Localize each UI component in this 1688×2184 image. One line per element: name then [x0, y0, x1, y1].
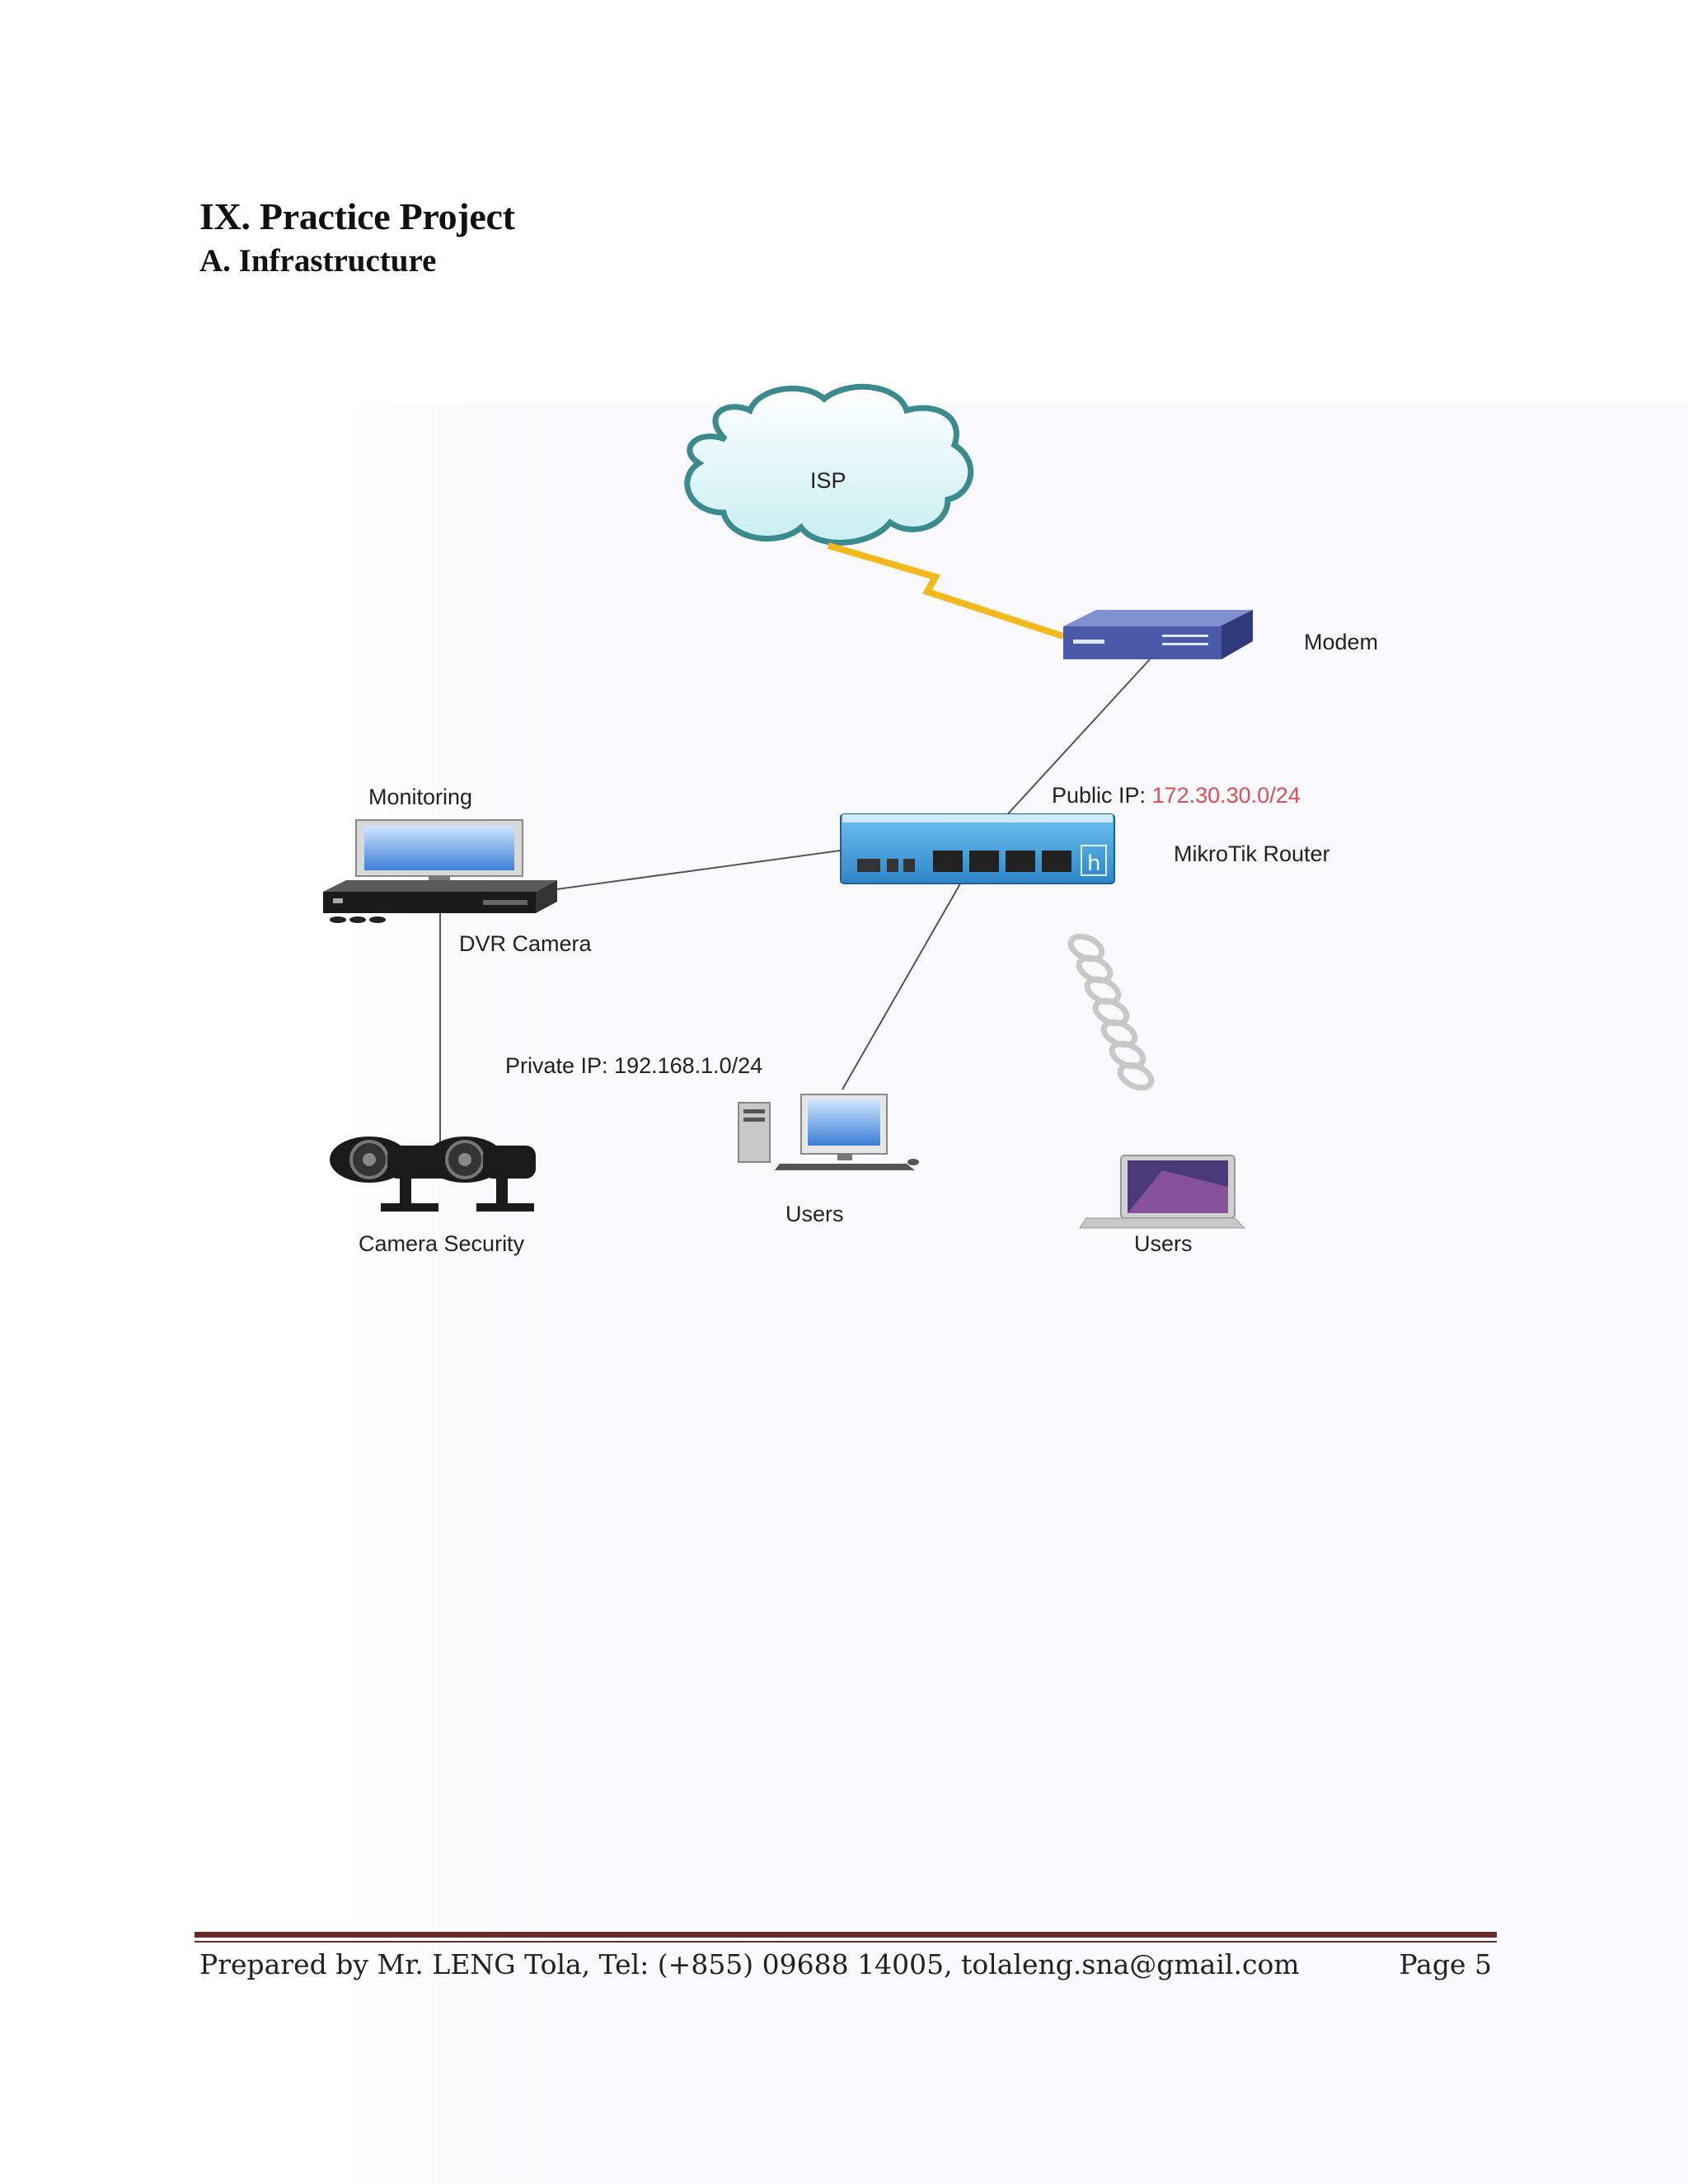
- security-camera-icon: [330, 1137, 536, 1212]
- lightning-icon: [827, 542, 1065, 640]
- page-number: Page 5: [1399, 1948, 1492, 1980]
- dvr-icon: [323, 880, 557, 923]
- subsection-heading: A. Infrastructure: [199, 243, 437, 279]
- monitor-icon: [355, 819, 523, 888]
- svg-text:h: h: [1087, 851, 1100, 876]
- footer-rule-thin: [195, 1941, 1497, 1943]
- laptop-icon: [1079, 1155, 1246, 1229]
- users-laptop-label: Users: [1134, 1231, 1193, 1256]
- desktop-computer-icon: [738, 1094, 919, 1170]
- link-modem-router: [984, 658, 1151, 840]
- footer-rule: [195, 1932, 1497, 1938]
- footer-text: Prepared by Mr. LENG Tola, Tel: (+855) 0…: [199, 1948, 1300, 1980]
- dvr-label: DVR Camera: [459, 931, 592, 956]
- public-ip-value: 172.30.30.0/24: [1151, 783, 1301, 808]
- modem-icon: [1063, 610, 1253, 659]
- cable-coil-icon: [1067, 933, 1155, 1091]
- public-ip-label: Public IP: 172.30.30.0/24: [1052, 783, 1301, 808]
- link-router-dvr: [550, 850, 842, 891]
- isp-label: ISP: [810, 468, 846, 493]
- cloud-icon: [684, 383, 974, 546]
- scan-background: [346, 404, 1688, 2184]
- public-ip-prefix: Public IP:: [1052, 783, 1152, 808]
- router-icon: h: [840, 813, 1115, 884]
- section-heading: IX. Practice Project: [199, 195, 515, 237]
- users-desktop-label: Users: [785, 1202, 844, 1226]
- camera-security-label: Camera Security: [359, 1231, 525, 1256]
- private-ip-label: Private IP: 192.168.1.0/24: [505, 1053, 763, 1078]
- router-label: MikroTik Router: [1174, 841, 1330, 866]
- modem-label: Modem: [1304, 630, 1379, 654]
- monitoring-label: Monitoring: [368, 785, 473, 809]
